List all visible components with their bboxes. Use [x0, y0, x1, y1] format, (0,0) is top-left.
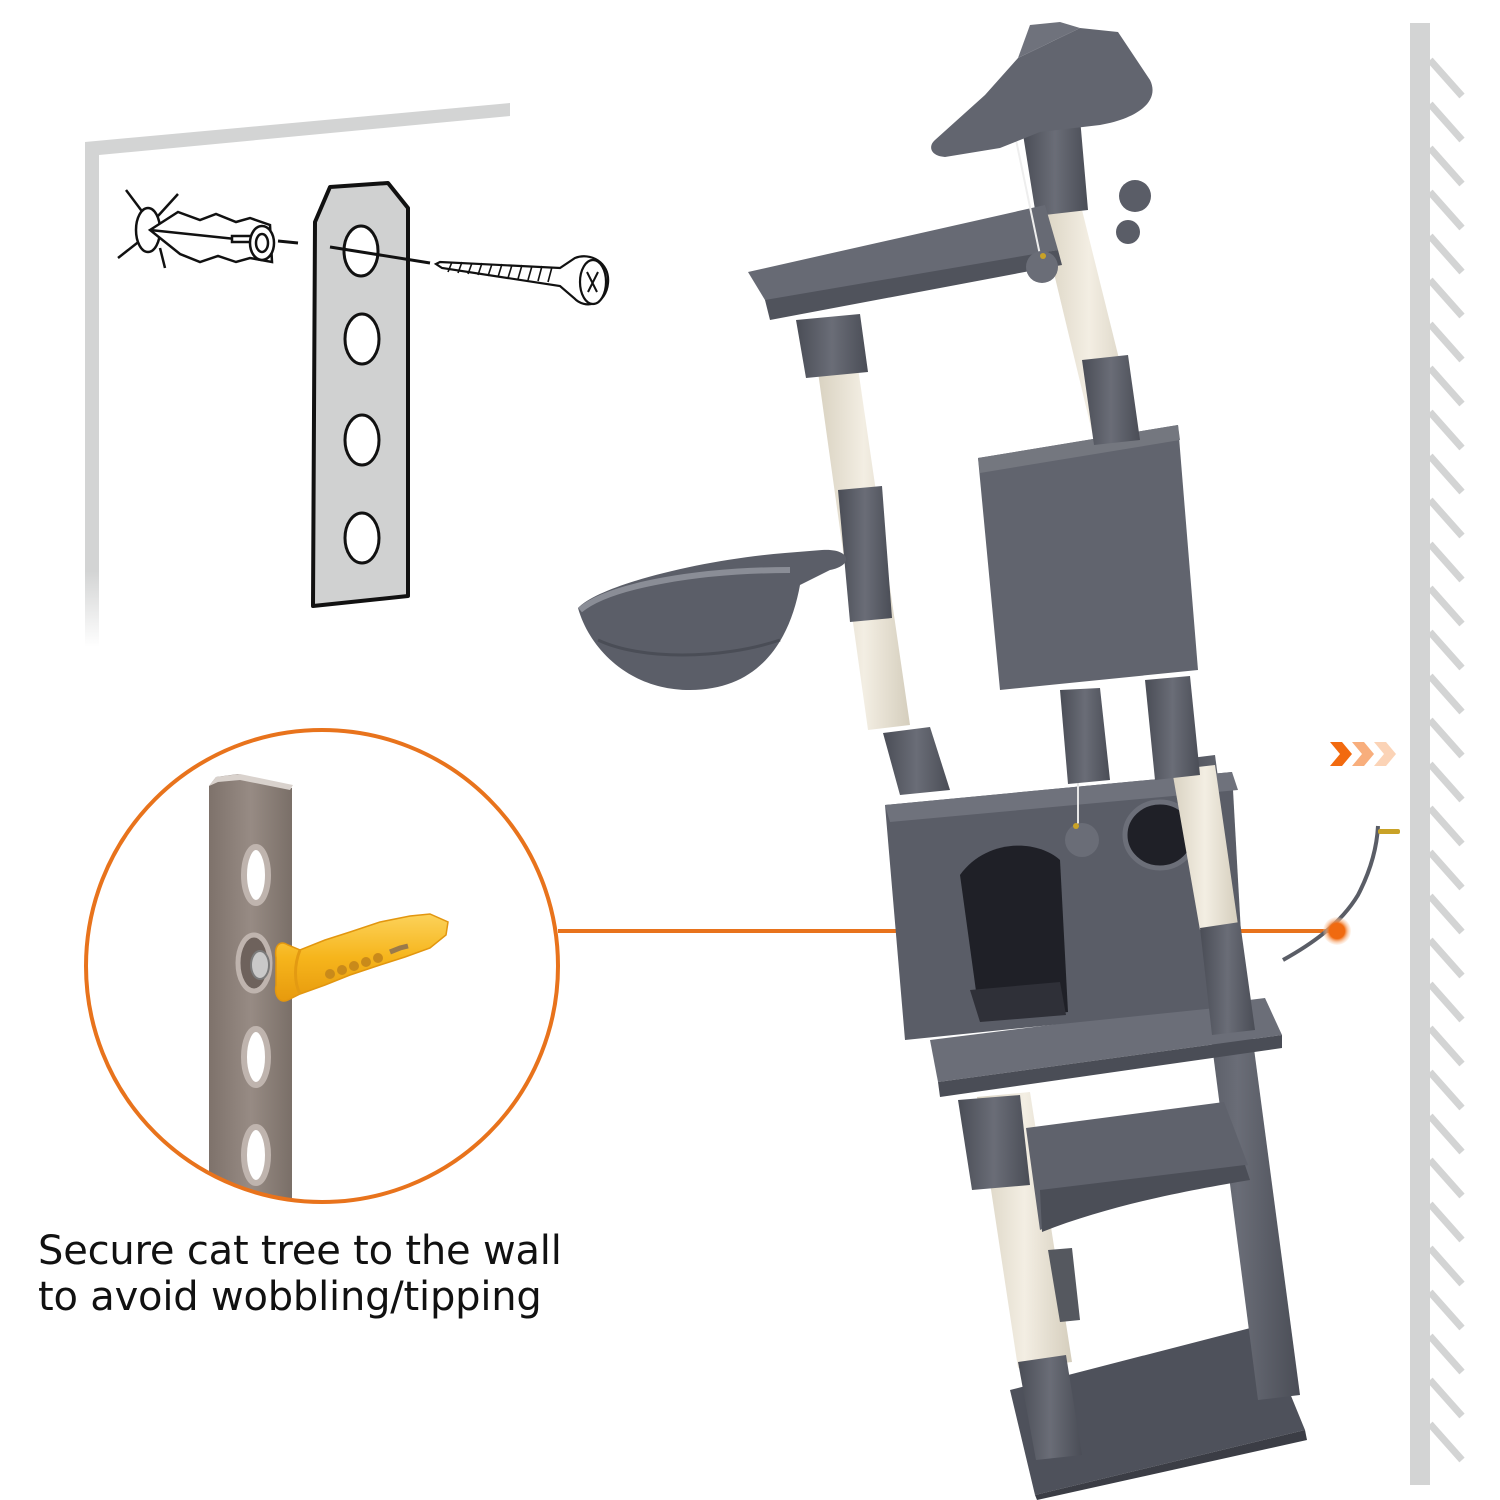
yellow-wall-anchor: [274, 913, 449, 1002]
caption: Secure cat tree to the wall to avoid wob…: [38, 1228, 658, 1320]
wall-frame-left: [85, 142, 99, 647]
bracket-plate-diagram: [311, 181, 410, 608]
upper-box: [978, 425, 1198, 690]
wall-section: [1410, 23, 1465, 1485]
upper-platform: [748, 205, 1058, 305]
middle-platform: [930, 998, 1282, 1082]
caption-line-2: to avoid wobbling/tipping: [38, 1274, 542, 1320]
wall-strap: [1282, 825, 1400, 962]
wall-anchor-icon: [117, 189, 276, 269]
plate-hole-2: [343, 312, 381, 366]
plate-hole-4: [343, 511, 381, 565]
closeup-ring: [84, 728, 560, 1204]
caption-line-1: Secure cat tree to the wall: [38, 1228, 562, 1274]
base-board: [1010, 1325, 1305, 1495]
chevron-right-triple-icon: [1330, 742, 1396, 766]
bracket-strip-photo: [209, 774, 292, 1201]
wall-anchor-diagram: [85, 103, 610, 647]
plate-hole-3: [343, 413, 381, 467]
top-perch: [931, 28, 1153, 157]
cat-tree: [578, 22, 1307, 1500]
screw-icon: [433, 255, 610, 306]
attachment-point-dot: [1323, 917, 1351, 945]
wall-frame-top: [85, 103, 510, 155]
